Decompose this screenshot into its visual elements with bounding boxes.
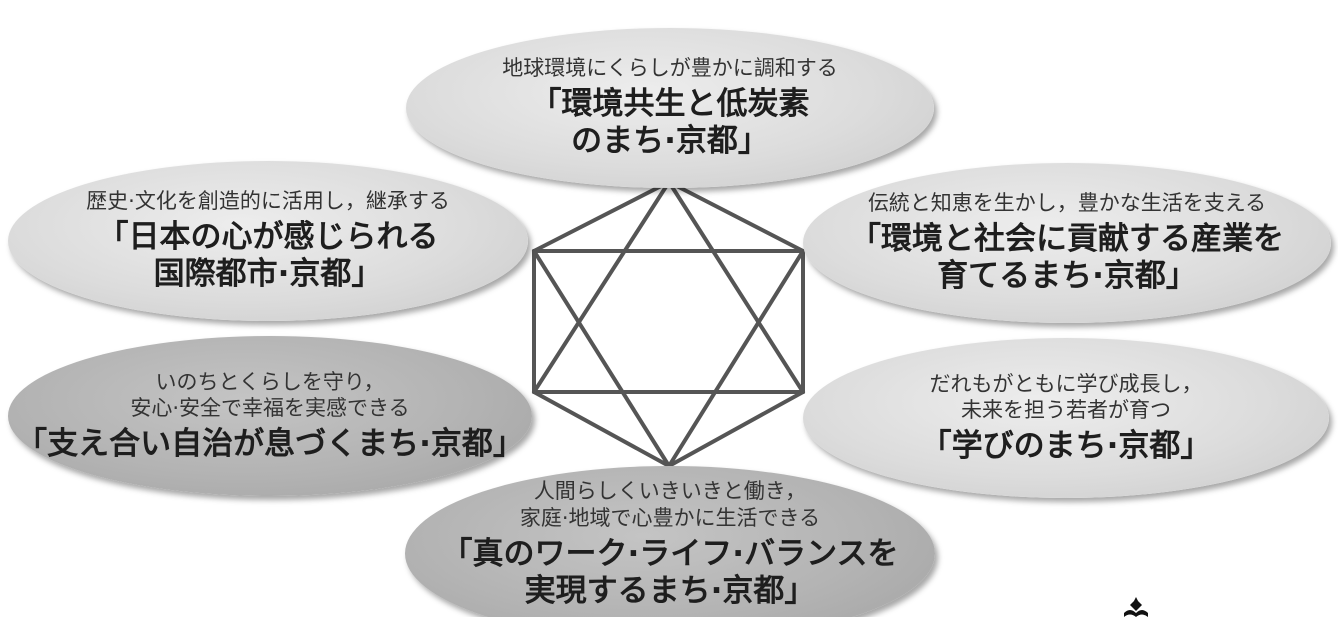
bubble-subtitle: 地球環境にくらしが豊かに調和する bbox=[502, 56, 838, 81]
bubble-subtitle: 伝統と知恵を生かし，豊かな生活を支える bbox=[867, 191, 1267, 216]
bubble-subtitle: 家庭·地域で心豊かに生活できる bbox=[519, 505, 821, 530]
bubble-subtitle: 歴史·文化を創造的に活用し，継承する bbox=[86, 189, 450, 214]
bubble-title-line: 国際都市·京都」 bbox=[153, 256, 383, 293]
bubble-japanese-heart: 歴史·文化を創造的に活用し，継承する 「日本の心が感じられる 国際都市·京都」 bbox=[8, 161, 528, 321]
bubble-title-line: 「環境と社会に貢献する産業を bbox=[850, 221, 1284, 258]
bubble-title-line: 「学びのまち·京都」 bbox=[920, 428, 1212, 465]
hexagon-edge bbox=[667, 390, 805, 468]
bubble-subtitle: だれもがともに学び成長し， bbox=[929, 371, 1203, 396]
hexagon-edge bbox=[667, 180, 805, 253]
bubble-subtitle: 人間らしくいきいきと働き， bbox=[533, 479, 807, 503]
kyoto-city-emblem-icon bbox=[1124, 597, 1148, 617]
bubble-learning: だれもがともに学び成長し， 未来を担う若者が育つ 「学びのまち·京都」 bbox=[803, 338, 1329, 498]
bubble-title-line: 「支え合い自治が息づくまち·京都」 bbox=[16, 426, 524, 463]
bubble-title-line: 「日本の心が感じられる bbox=[97, 219, 439, 256]
bubble-subtitle: いのちとくらしを守り， bbox=[155, 369, 385, 394]
star-edge bbox=[667, 180, 805, 394]
hexagon-edge bbox=[532, 180, 671, 253]
bubble-work-life-balance: 人間らしくいきいきと働き， 家庭·地域で心豊かに生活できる 「真のワーク·ライフ… bbox=[405, 466, 935, 617]
bubble-subtitle: 安心·安全で幸福を実感できる bbox=[130, 396, 410, 421]
hexagon-edge bbox=[532, 390, 671, 468]
bubble-title-line: 実現するまち·京都」 bbox=[524, 572, 816, 609]
bubble-title-line: 「真のワーク·ライフ·バランスを bbox=[441, 535, 899, 572]
bubble-title-line: のまち·京都」 bbox=[571, 123, 769, 160]
star-edge bbox=[667, 249, 805, 468]
bubble-environment: 地球環境にくらしが豊かに調和する 「環境共生と低炭素 のまち·京都」 bbox=[406, 28, 934, 188]
star-edge bbox=[532, 249, 671, 468]
bubble-industry: 伝統と知恵を生かし，豊かな生活を支える 「環境と社会に貢献する産業を 育てるまち… bbox=[803, 163, 1331, 323]
bubble-title-line: 育てるまち·京都」 bbox=[937, 258, 1197, 295]
bubble-title-line: 「環境共生と低炭素 bbox=[530, 86, 810, 123]
bubble-subtitle: 未来を担う若者が育つ bbox=[961, 398, 1171, 423]
star-edge bbox=[532, 180, 671, 394]
bubble-self-governance: いのちとくらしを守り， 安心·安全で幸福を実感できる 「支え合い自治が息づくまち… bbox=[8, 336, 532, 496]
